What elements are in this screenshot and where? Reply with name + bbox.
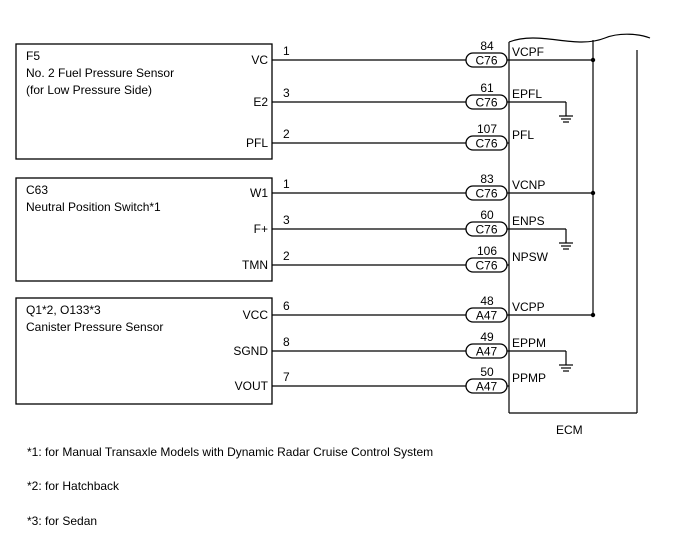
ecm-terminal-label: PFL	[512, 128, 534, 142]
connector-oval	[465, 257, 508, 273]
connector-oval	[465, 378, 508, 394]
ecm-terminal-label: PPMP	[512, 371, 546, 385]
component-name: Neutral Position Switch*1	[26, 200, 161, 214]
connector-pin-number: 106	[477, 244, 497, 258]
connector-code: C76	[475, 223, 497, 237]
component-box	[15, 43, 273, 160]
connector-pin-number: 61	[480, 81, 494, 95]
connector-code: C76	[475, 96, 497, 110]
connector-code: A47	[476, 345, 498, 359]
connector-pin-number: 83	[480, 172, 494, 186]
connector-oval	[465, 307, 508, 323]
connector-code: A47	[476, 380, 498, 394]
connector-code: C76	[475, 137, 497, 151]
component-name: No. 2 Fuel Pressure Sensor	[26, 66, 174, 80]
connector-pin-number: 84	[480, 39, 494, 53]
connector-code: C76	[475, 54, 497, 68]
pin-number: 6	[283, 299, 290, 313]
pin-number: 2	[283, 127, 290, 141]
component-box	[15, 297, 273, 405]
component-code: F5	[26, 49, 40, 63]
pin-label: VC	[251, 53, 268, 67]
pin-label: VCC	[243, 308, 269, 322]
ecm-terminal-label: NPSW	[512, 250, 549, 264]
pin-label: SGND	[233, 344, 268, 358]
connector-pin-number: 48	[480, 294, 494, 308]
footnote-1: *1: for Manual Transaxle Models with Dyn…	[27, 445, 433, 459]
pin-number: 8	[283, 335, 290, 349]
pin-number: 7	[283, 370, 290, 384]
ecm-terminal-label: VCPP	[512, 300, 545, 314]
connector-code: A47	[476, 309, 498, 323]
footnote-3: *3: for Sedan	[27, 514, 97, 528]
connector-oval	[465, 221, 508, 237]
connector-oval	[465, 135, 508, 151]
footnote-2: *2: for Hatchback	[27, 479, 120, 493]
connector-pin-number: 50	[480, 365, 494, 379]
connector-pin-number: 49	[480, 330, 494, 344]
ground-icon	[509, 350, 573, 372]
pin-label: F+	[254, 222, 268, 236]
pin-label: PFL	[246, 136, 268, 150]
pin-number: 3	[283, 213, 290, 227]
pin-label: W1	[250, 186, 268, 200]
pin-label: VOUT	[235, 379, 269, 393]
connector-oval	[465, 94, 508, 110]
junction-dot	[590, 190, 596, 196]
connector-pin-number: 60	[480, 208, 494, 222]
ecm-terminal-label: EPFL	[512, 87, 542, 101]
ecm-terminal-label: EPPM	[512, 336, 546, 350]
ground-icon	[509, 228, 573, 250]
pin-number: 1	[283, 44, 290, 58]
connector-oval	[465, 52, 508, 68]
ecm-terminal-label: VCPF	[512, 45, 544, 59]
pin-number: 2	[283, 249, 290, 263]
ground-icon	[509, 101, 573, 123]
component-box	[15, 177, 273, 282]
pin-label: E2	[253, 95, 268, 109]
component-name: Canister Pressure Sensor	[26, 320, 163, 334]
connector-oval	[465, 343, 508, 359]
connector-oval	[465, 185, 508, 201]
pin-label: TMN	[242, 258, 268, 272]
footnotes: *1: for Manual Transaxle Models with Dyn…	[27, 445, 433, 528]
component-code: C63	[26, 183, 48, 197]
component-name: (for Low Pressure Side)	[26, 83, 152, 97]
pin-number: 1	[283, 177, 290, 191]
pin-number: 3	[283, 86, 290, 100]
ecm-label: ECM	[556, 423, 583, 437]
ecm-terminal-label: ENPS	[512, 214, 545, 228]
component-code: Q1*2, O133*3	[26, 303, 101, 317]
junction-dot	[590, 312, 596, 318]
connector-code: C76	[475, 187, 497, 201]
junction-dot	[590, 57, 596, 63]
connector-code: C76	[475, 259, 497, 273]
ecm-terminal-label: VCNP	[512, 178, 545, 192]
connector-pin-number: 107	[477, 122, 497, 136]
